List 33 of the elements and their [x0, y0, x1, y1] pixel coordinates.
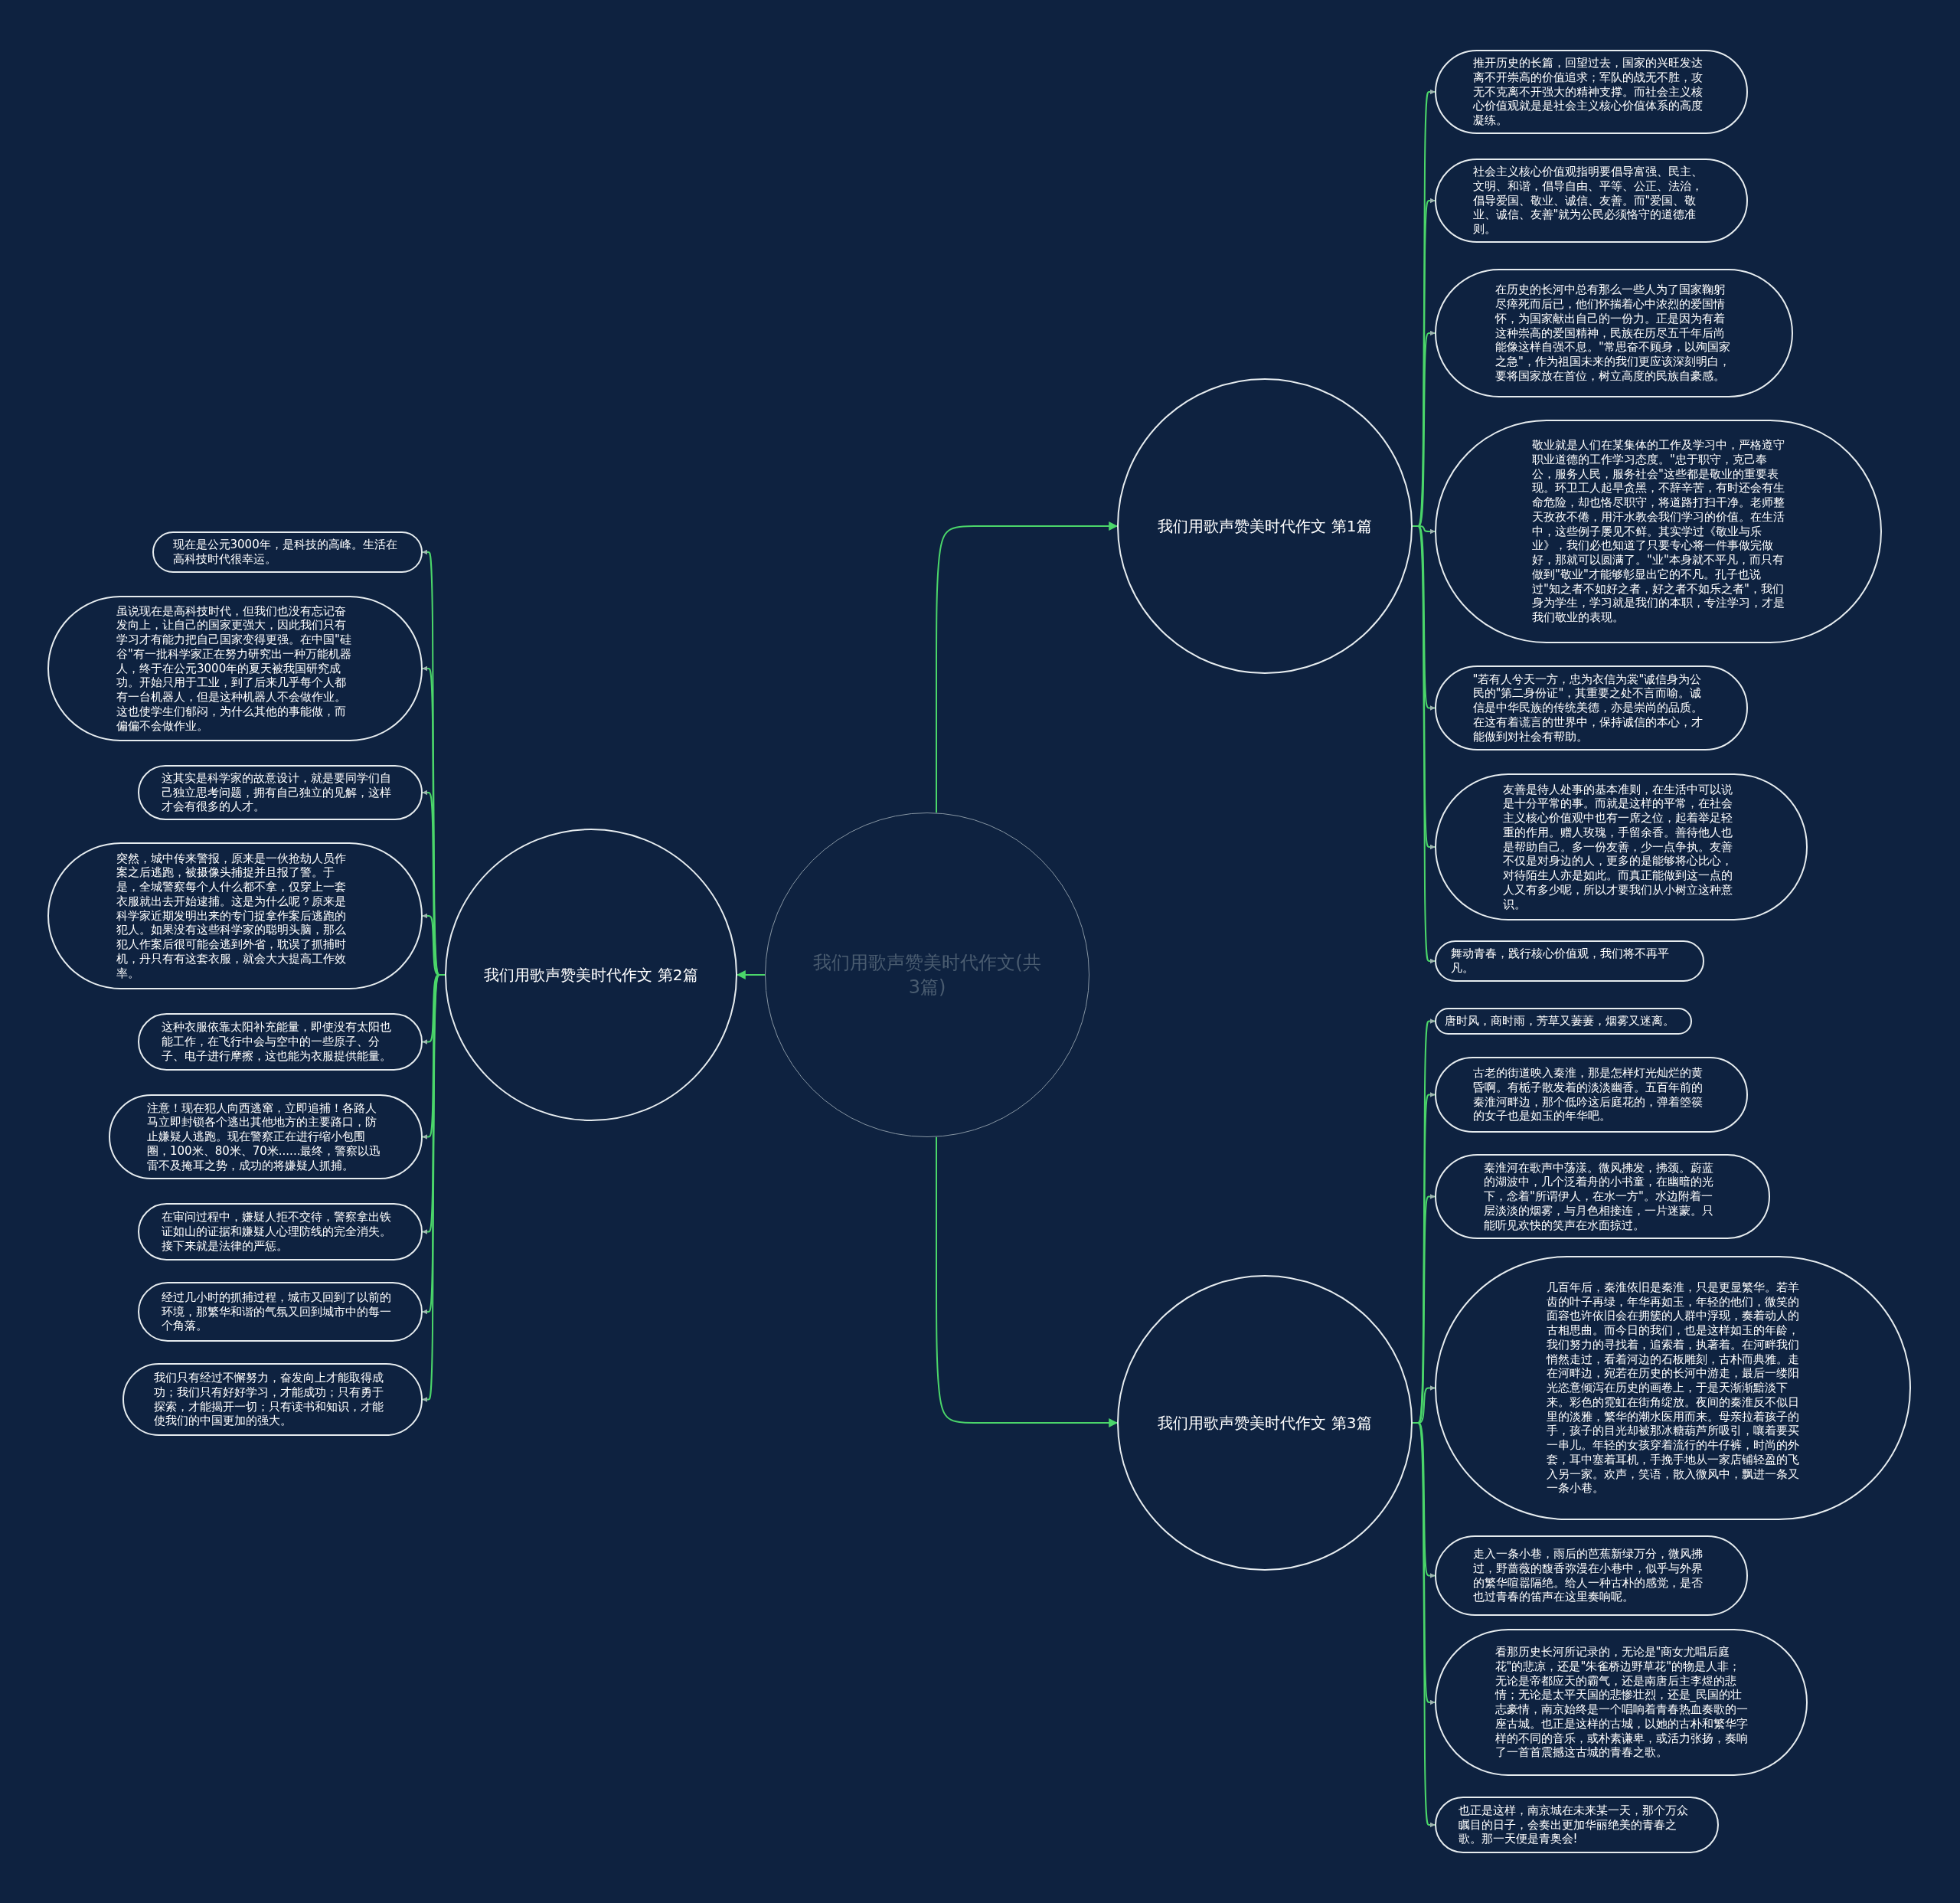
text-bubble — [152, 531, 423, 573]
text-bubble — [1435, 1008, 1692, 1035]
arrow — [736, 970, 766, 979]
subtopic-text: 我们用歌声赞美时代作文 第3篇 — [1158, 1412, 1372, 1434]
bubble-text: 推开历史的长篇，回望过去，国家的兴旺发达离不开崇高的价值追求；军队的战无不胜，攻无不克离不开强大的精神支撑。而社会主义核心价值观就是是社会主义核心价值体系的高度凝练。 — [1472, 56, 1704, 128]
bubble-text: 在审问过程中，嫌疑人拒不交待，警察拿出铁证如山的证据和嫌疑人心理防线的完全消失。接下来就是法律的严惩。 — [162, 1210, 392, 1254]
bubble-text: 看那历史长河所记录的，无论是"商女尤唱后庭花"的悲凉，还是"朱雀桥边野草花"的物是人非；无论是帝都应天的霸气，还是南唐后主李煜的悲情；无论是太平天国的悲惨壮烈，还是_民国的壮志豪情，南京始终是一个唱响着青春热血奏歌的一座古城。也正是这样的古城，以她的古朴和繁华字样的不同的音乐，或朴素谦卑，或活力张扬，奏响了一首首震撼这古城的青春之歌。 — [1494, 1645, 1748, 1760]
bubble-text: 在历史的长河中总有那么一些人为了国家鞠躬尽瘁死而后已，他们怀揣着心中浓烈的爱国情怀，为国家献出自己的一份力。正是因为有着这种崇高的爱国精神，民族在历尽五千年后尚能像这样自强不息。"常思奋不顾身，以殉国家之急"，作为祖国未来的我们更应该深刻明白，要将国家放在首位，树立高度的民族自豪感。 — [1495, 283, 1731, 384]
bubble-text: 现在是公元3000年，是科技的高峰。生活在高科技时代很幸运。 — [172, 538, 398, 567]
bubble-text: 走入一条小巷，雨后的芭蕉新绿万分，微风拂过，野蔷薇的馥香弥漫在小巷中，似乎与外界的繁华喧嚣隔绝。给人一种古朴的感觉，是否也过青春的笛声在这里奏响呢。 — [1472, 1547, 1704, 1604]
topic-text: 我们用歌声赞美时代作文(共3篇) — [812, 951, 1042, 999]
bubble-text: 经过几小时的抓捕过程，城市又回到了以前的环境，那繁华和谐的气氛又回到城市中的每一个角落。 — [162, 1290, 392, 1334]
bubble-text: 敬业就是人们在某集体的工作及学习中，严格遵守职业道德的工作学习态度。"忠于职守，克己奉公，服务人民，服务社会"这些都是敬业的重要表现。环卫工人起早贪黑，不辞辛苦，有时还会有生命危险，却也恪尽职守，将道路打扫干净。老师整天孜孜不倦，用汗水教会我们学习的价值。在生活中，这些例子屡见不鲜。其实学过《敬业与乐业》，我们必也知道了只要专心将一件事做完做好，那就可以圆满了。"业"本身就不平凡，而只有做到"敬业"才能够彰显出它的不凡。孔子也说过"知之者不如好之者，好之者不如乐之者"，我们身为学生，学习就是我们的本职，专注学习，才是我们敬业的表现。 — [1532, 438, 1785, 625]
bubble-text: 舞动青春，践行核心价值观，我们将不再平凡。 — [1451, 947, 1670, 976]
bubble-text: "若有人兮天一方，忠为衣信为裳"诚信身为公民的"第二身份证"，其重要之处不言而喻。诚信是中华民族的传统美德，亦是崇尚的品质。在这有着谎言的世界中，保持诚信的本心，才能做到对社会有帮助。 — [1472, 672, 1704, 744]
bubble-text: 古老的街道映入秦淮，那是怎样灯光灿烂的黄昏啊。有栀子散发着的淡淡幽香。五百年前的秦淮河畔边，那个低吟这后庭花的，弹着箜篌的女子也是如玉的年华吧。 — [1472, 1066, 1704, 1123]
bubble-text: 几百年后，秦淮依旧是秦淮，只是更显繁华。若羊齿的叶子再绿，年华再如玉，年轻的他们，微笑的面容也许依旧会在拥簇的人群中浮现，奏着动人的古相思曲。而今日的我们，也是这样如玉的年龄，我们努力的寻找着，追索着，执著着。在河畔我们悄然走过，看着河边的石板雕刻，古朴而典雅。走在河畔边，宛若在历史的长河中游走，最后一缕阳光恣意倾泻在历史的画卷上，于是天渐渐黯淡下来。彩色的霓虹在街角绽放。夜间的秦淮反不似日里的淡雅，繁华的潮水医用而来。母亲拉着孩子的手，孩子的目光却被那冰糖葫芦所吸引，嚷着要买一串儿。年轻的女孩穿着流行的牛仔裤，时尚的外套，耳中塞着耳机，手挽手地从一家店铺轻盈的飞入另一家。欢声，笑语，散入微风中，飘进一条又一条小巷。 — [1547, 1280, 1799, 1496]
subtopic-text: 我们用歌声赞美时代作文 第2篇 — [484, 964, 698, 986]
subtopic-text: 我们用歌声赞美时代作文 第1篇 — [1158, 515, 1372, 537]
arrow — [936, 522, 1119, 814]
bubble-text: 虽说现在是高科技时代，但我们也没有忘记奋发向上，让自己的国家更强大，因此我们只有学习才有能力把自己国家变得更强。在中国"硅谷"有一批科学家正在努力研究出一种万能机器人，终于在公元3000年的夏天被我国研究成功。开始只用于工业，到了后来几乎每个人都有一台机器人，但是这种机器人不会做作业。这也使学生们郁闷，为什么其他的事能做，而偏偏不会做作业。 — [116, 603, 352, 734]
bubble-text: 这种衣服依靠太阳补充能量，即使没有太阳也能工作，在飞行中会与空中的一些原子、分子、电子进行摩擦，这也能为衣服提供能量。 — [162, 1020, 392, 1064]
bubble-text: 注意！现在犯人向西逃窜，立即追捕！各路人马立即封锁各个逃出其他地方的主要路口，防止嫌疑人逃跑。现在警察正在进行缩小包围圈，100米、80米、70米......最终，警察以迅雷不及掩耳之势，成功的将嫌疑人抓捕。 — [147, 1100, 382, 1173]
bubble-text: 唐时风，商时雨，芳草又萋萋，烟雾又迷离。 — [1445, 1014, 1675, 1028]
bubble-text: 秦淮河在歌声中荡漾。微风拂发，拂颈。蔚蓝的湖波中，几个泛着舟的小书童，在幽暗的光下，念着"所谓伊人，在水一方"。水边附着一层淡淡的烟雾，与月色相接连，一片迷蒙。只能听见欢快的笑声在水面掠过。 — [1484, 1160, 1714, 1233]
bubble-text: 我们只有经过不懈努力，奋发向上才能取得成功；我们只有好好学习，才能成功；只有勇于探索，才能揭开一切；只有读书和知识，才能使我们的中国更加的强大。 — [154, 1371, 384, 1428]
bubble-text: 也正是这样，南京城在未来某一天，那个万众瞩目的日子，会奏出更加华丽绝美的青春之歌。那一天便是青奥会! — [1458, 1803, 1689, 1847]
bubble-text: 突然，城中传来警报，原来是一伙抢劫人员作案之后逃跑，被摄像头捕捉并且报了警。于是，全城警察每个人什么都不拿，仅穿上一套衣服就出去开始逮捕。这是为什么呢？原来是科学家近期发明出来的专门捉拿作案后逃跑的犯人。如果没有这些科学家的聪明头脑，那么犯人作案后很可能会逃到外省，耽误了抓捕时机，丹只有有这套衣服，就会大大提高工作效率。 — [116, 851, 347, 981]
bubble-text: 社会主义核心价值观指明要倡导富强、民主、文明、和谐，倡导自由、平等、公正、法治，倡导爱国、敬业、诚信、友善。而"爱国、敬业、诚信、友善"就为公民必须恪守的道德准则。 — [1472, 165, 1704, 237]
text-bubble — [1435, 940, 1704, 982]
bubble-text: 友善是待人处事的基本准则，在生活中可以说是十分平常的事。而就是这样的平常，在社会主义核心价值观中也有一席之位，起着举足轻重的作用。赠人玫瑰，手留余香。善待他人也是帮助自己。多一份友善，少一点争执。友善不仅是对身边的人，更多的是能够将心比心，对待陌生人亦是如此。而真正能做到这一点的人又有多少呢，所以才要我们从小树立这种意识。 — [1502, 782, 1733, 912]
bubble-text: 这其实是科学家的故意设计，就是要同学们自己独立思考问题，拥有自己独立的见解，这样才会有很多的人才。 — [162, 770, 392, 815]
arrow — [936, 1136, 1119, 1427]
